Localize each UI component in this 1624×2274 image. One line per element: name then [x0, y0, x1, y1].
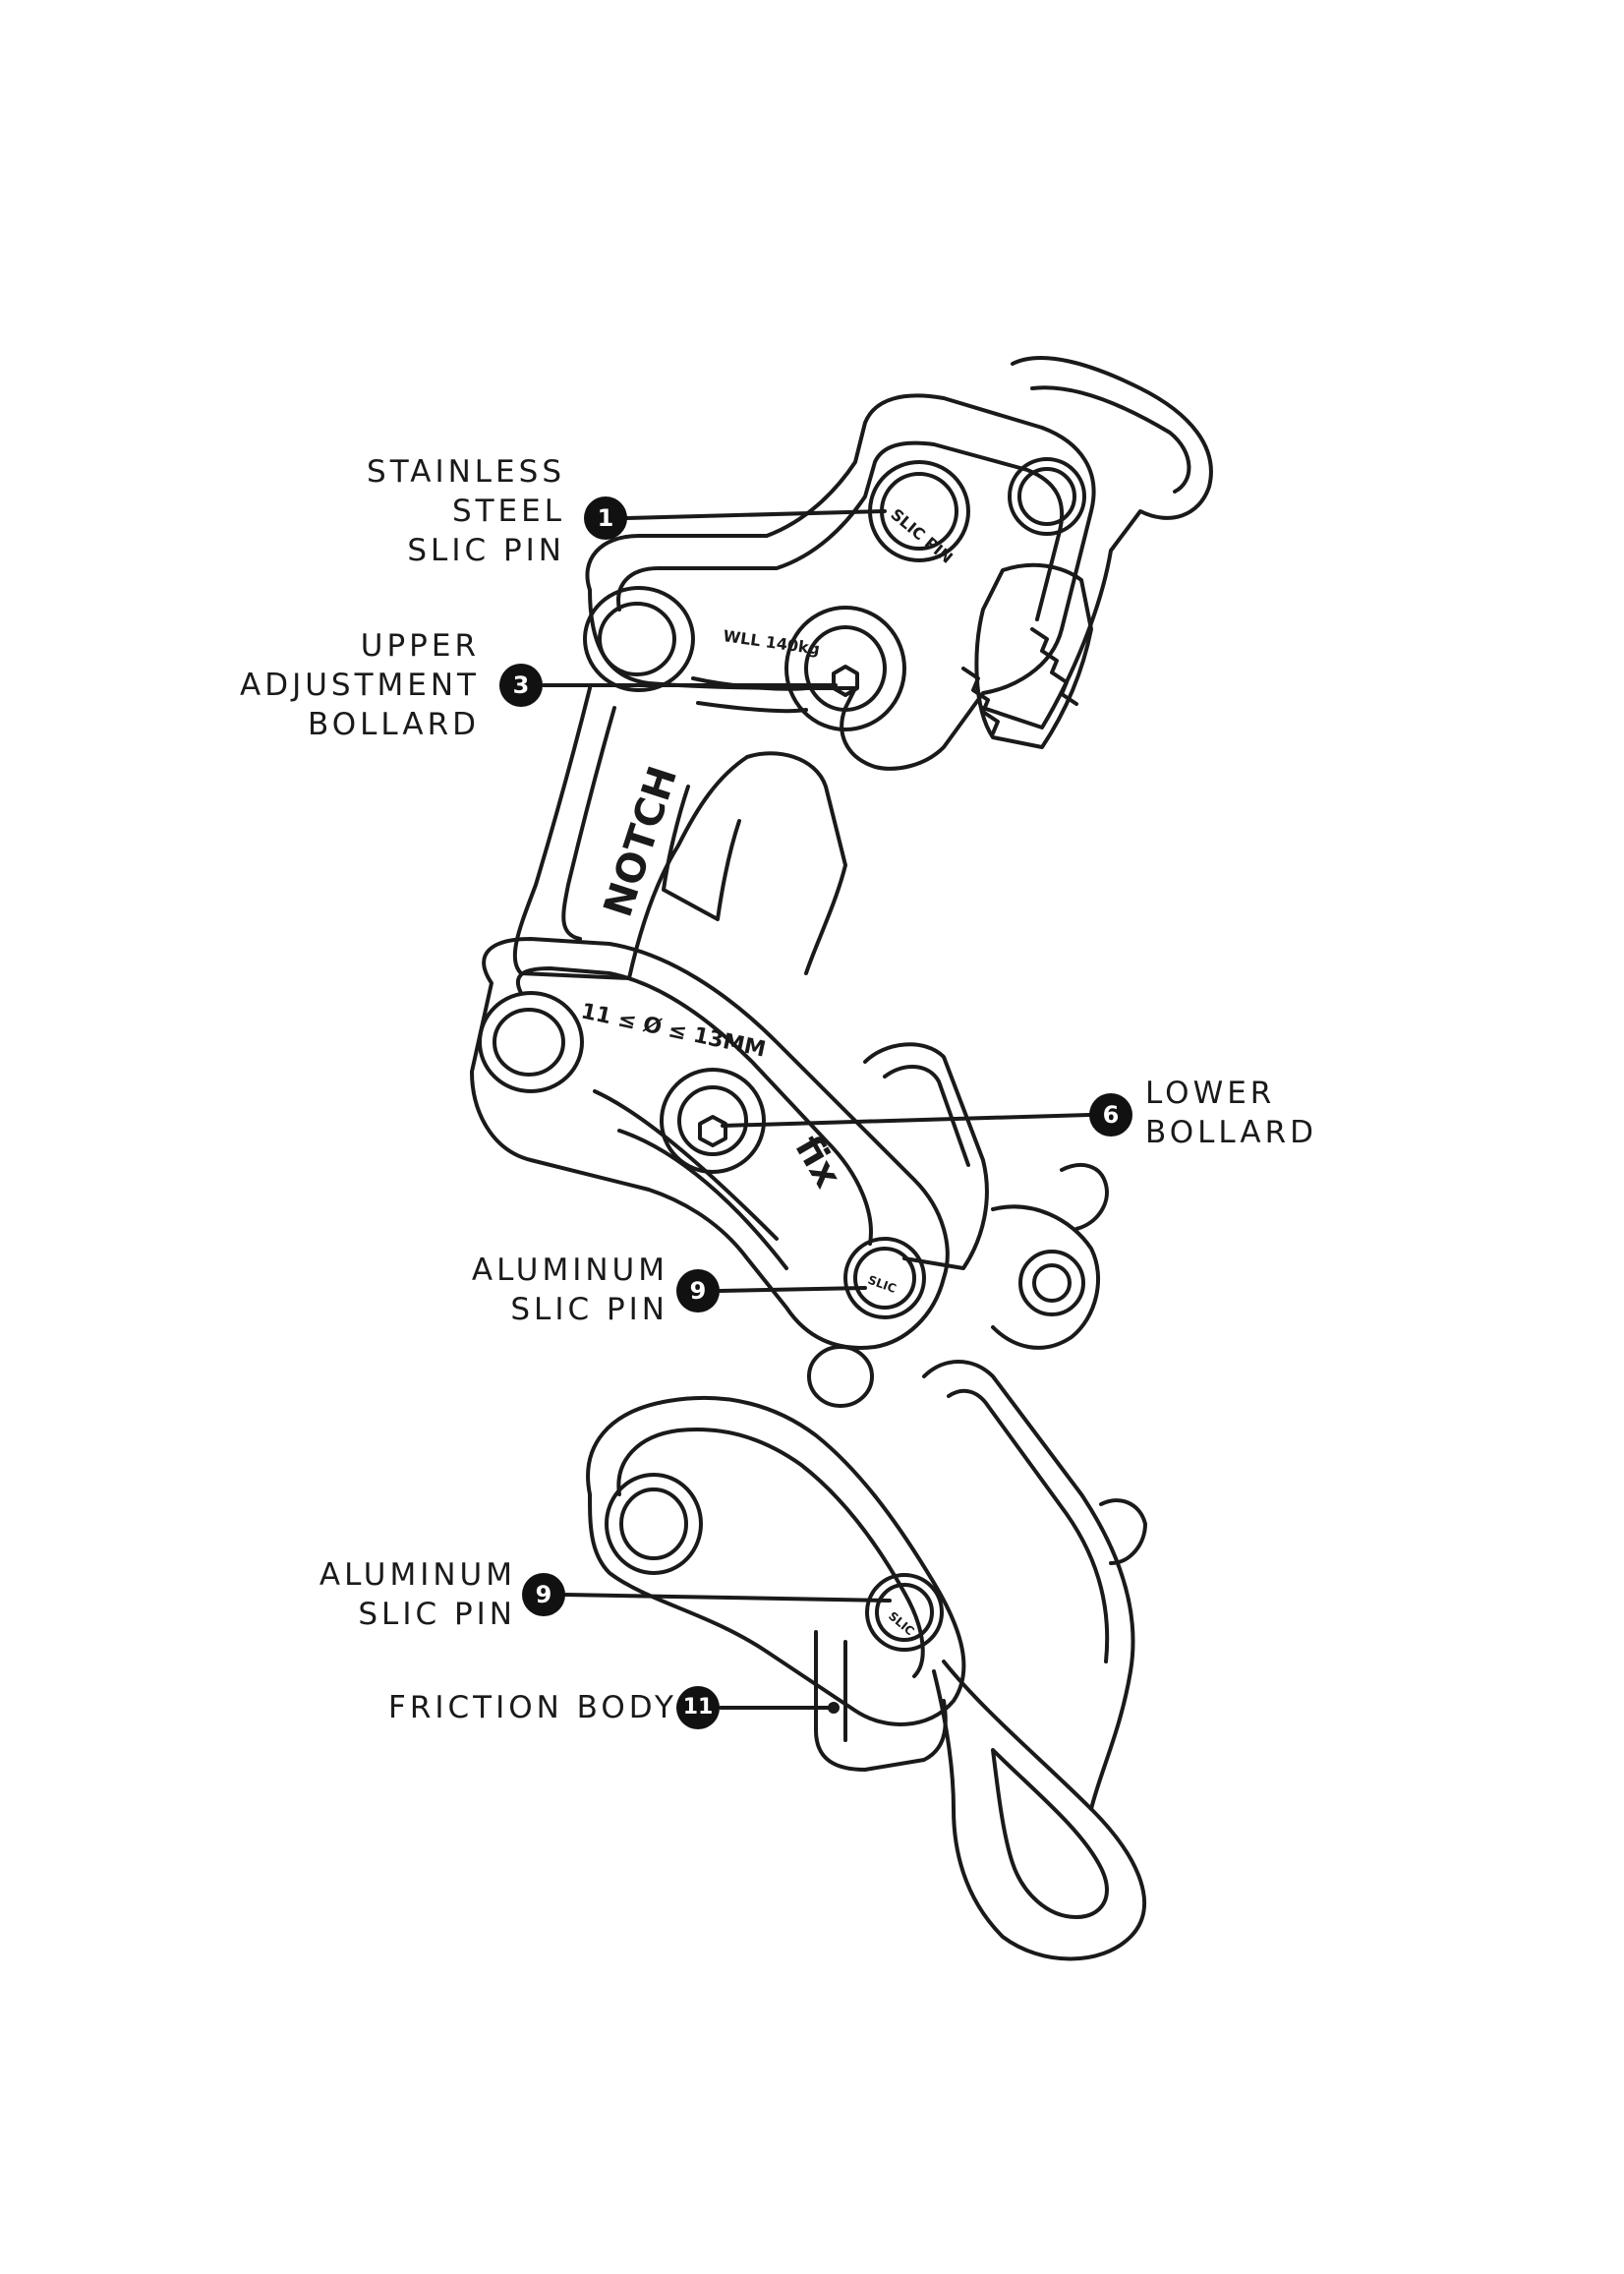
callout-1-line-1: STAINLESS [367, 454, 565, 490]
leader-11-dot [828, 1702, 840, 1714]
upper-bollard-hex [832, 665, 859, 697]
callout-1-line-2: STEEL [451, 494, 565, 529]
upper-adjustment-bollard-outer [784, 606, 906, 731]
dowel-pin [807, 1345, 874, 1408]
callout-9-lower-label: ALUMINUM SLIC PIN [280, 1555, 516, 1634]
friction-body [814, 1630, 948, 1772]
attachment-loop-inner [991, 1748, 1109, 1919]
callout-6-line-1: LOWER [1145, 1076, 1276, 1111]
lower-side-plate [586, 1395, 966, 1726]
middle-left-bollard-inner [493, 1008, 565, 1077]
attachment-loop-outer [932, 1660, 1147, 1961]
callout-6-line-2: BOLLARD [1145, 1115, 1317, 1150]
etch-alu-pin-upper: SLIC [866, 1273, 899, 1296]
lower-right-stud [1099, 1498, 1147, 1565]
middle-side-plate-inner [515, 966, 873, 1246]
callout-3-line-1: UPPER [360, 628, 480, 664]
swing-arm-inner [947, 1388, 1110, 1663]
middle-left-bollard-outer [478, 991, 584, 1093]
leader-6 [721, 1113, 1091, 1128]
callout-11-badge: 11 [676, 1686, 720, 1729]
callout-6-label: LOWER BOLLARD [1145, 1074, 1391, 1152]
callout-3-line-3: BOLLARD [308, 707, 480, 742]
upper-side-plate-inner [616, 440, 1065, 621]
callout-6-badge: 6 [1089, 1093, 1132, 1137]
upper-right-stud [1060, 1163, 1109, 1231]
rear-cam-middle-inner [883, 1064, 970, 1167]
main-frame-upper-inner [561, 706, 616, 941]
lower-left-bollard-inner [619, 1487, 688, 1560]
callout-11-line-1: FRICTION BODY [388, 1690, 677, 1725]
rear-pin-outer [1008, 457, 1086, 536]
callout-11-label: FRICTION BODY [388, 1688, 677, 1727]
callout-9-lower-badge: 9 [522, 1573, 565, 1616]
middle-slot [593, 1089, 779, 1241]
callout-9-upper-badge: 9 [676, 1269, 720, 1312]
callout-9-upper-label: ALUMINUM SLIC PIN [433, 1251, 668, 1329]
callout-3-badge: 3 [499, 664, 543, 707]
upper-side-plate [585, 393, 1096, 771]
callout-9-lower-line-1: ALUMINUM [319, 1557, 516, 1593]
leader-1 [625, 509, 887, 520]
lower-bollard-inner [677, 1085, 748, 1156]
callout-9-lower-line-2: SLIC PIN [358, 1597, 516, 1632]
upper-left-bollard-outer [583, 586, 695, 692]
aluminum-slic-pin-upper-outer [843, 1237, 926, 1319]
etch-model: fix [786, 1129, 849, 1195]
cam-teeth-2 [961, 667, 1000, 735]
upper-bollard-slot-2 [696, 701, 808, 714]
leader-9-lower [563, 1593, 892, 1603]
lower-bollard-hex [698, 1115, 727, 1147]
aluminum-slic-pin-upper-inner [853, 1247, 916, 1310]
frame-rib [662, 785, 741, 921]
upper-bollard-slot [691, 676, 808, 691]
etch-wll: WLL 140kg [722, 626, 821, 659]
rear-link [991, 1204, 1100, 1350]
callout-9-upper-line-2: SLIC PIN [510, 1292, 668, 1327]
rear-upper-plate [981, 356, 1213, 729]
callout-3-line-2: ADJUSTMENT [240, 668, 480, 703]
upper-adjustment-bollard-inner [804, 625, 887, 712]
aluminum-slic-pin-lower-outer [865, 1573, 944, 1652]
upper-left-bollard-inner [598, 602, 676, 676]
aluminum-slic-pin-lower-inner [875, 1583, 934, 1642]
middle-side-plate [470, 937, 950, 1350]
swing-arm [922, 1360, 1135, 1811]
rear-link-hole [1018, 1250, 1085, 1316]
rear-cam-middle [863, 1042, 989, 1270]
rear-upper-plate-inner [1030, 385, 1191, 494]
callout-1-line-3: SLIC PIN [407, 533, 565, 568]
cam-teeth [1030, 627, 1078, 706]
rear-pin-inner [1017, 467, 1076, 526]
lower-left-bollard-outer [605, 1473, 703, 1575]
callout-1-badge: 1 [584, 496, 627, 540]
callout-9-upper-line-1: ALUMINUM [471, 1253, 668, 1288]
callout-3-label: UPPER ADJUSTMENT BOLLARD [197, 626, 480, 744]
leader-9-upper [718, 1286, 867, 1293]
rear-link-hole-inner [1032, 1263, 1072, 1303]
lower-side-plate-inner [616, 1428, 925, 1678]
frame-back [745, 751, 847, 975]
lower-bollard-outer [660, 1068, 766, 1174]
toothed-cam [974, 562, 1093, 749]
callout-1-label: STAINLESS STEEL SLIC PIN [295, 452, 565, 570]
middle-slot-2 [617, 1129, 788, 1270]
